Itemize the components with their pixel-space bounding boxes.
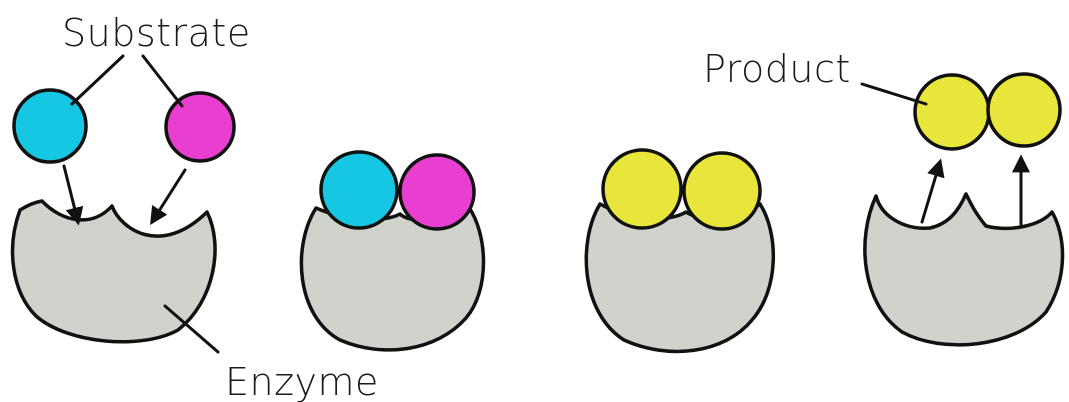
- stage-2-enzyme-substrate-complex: [301, 152, 483, 350]
- substrate-leader-left: [72, 56, 123, 104]
- enzyme-shape: [13, 201, 215, 342]
- bound-product-left: [603, 150, 681, 228]
- released-product-left: [915, 75, 989, 149]
- release-arrow-left: [922, 162, 940, 222]
- enzyme-shape: [301, 206, 483, 350]
- bound-substrate-magenta: [400, 155, 474, 229]
- substrate-circle-magenta: [166, 93, 234, 161]
- enzyme-shape: [586, 204, 773, 351]
- released-product-right: [988, 74, 1060, 146]
- bound-product-right: [684, 153, 760, 229]
- substrate-leader-right: [143, 56, 182, 106]
- binding-arrow-left: [64, 166, 78, 222]
- enzyme-shape: [865, 194, 1063, 345]
- stage-3-enzyme-product-complex: [586, 150, 773, 351]
- binding-arrow-right: [152, 170, 185, 222]
- substrate-label: Substrate: [62, 11, 251, 55]
- enzyme-label: Enzyme: [225, 360, 379, 402]
- bound-substrate-blue: [321, 152, 397, 228]
- product-leader: [862, 84, 926, 104]
- product-label: Product: [703, 47, 851, 91]
